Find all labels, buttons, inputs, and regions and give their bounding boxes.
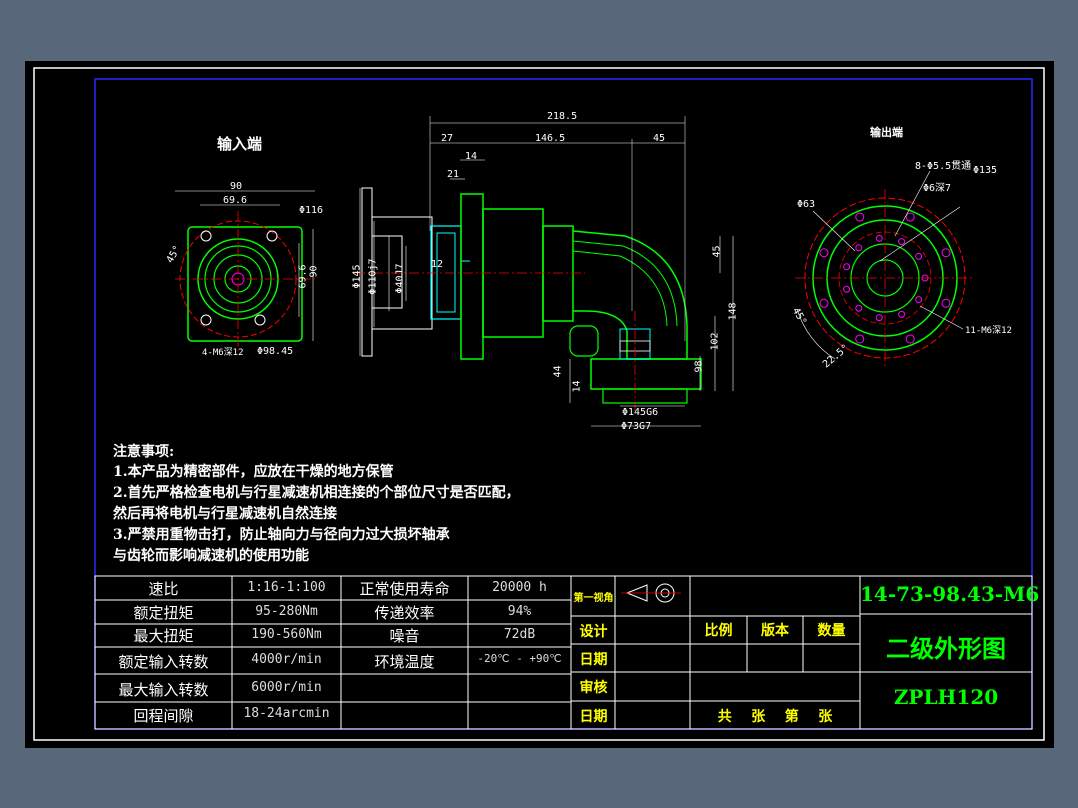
design-label: 设计	[579, 624, 608, 640]
flange-hole	[855, 334, 865, 344]
output-end-title: 输出端	[870, 126, 903, 139]
threaded-hole	[915, 252, 923, 260]
projection-label: 第一视角	[573, 593, 614, 604]
dim-overall-length: 218.5	[547, 111, 578, 122]
spec-label-backlash: 回程间隙	[133, 707, 194, 725]
spec-value-ratio: 1:16-1:100	[247, 580, 326, 595]
dim-44: 44	[552, 365, 564, 378]
notes-heading: 注意事项:	[113, 444, 175, 460]
dim-out-phi63: Φ63	[797, 199, 816, 210]
flange-hole	[819, 248, 829, 258]
drawing-sheet: 输入端 输出端 218.5 27 146.5 45 14 21 Φ145 Φ11…	[25, 61, 1054, 748]
dim-14-lower: 14	[571, 380, 583, 393]
threaded-hole	[898, 310, 906, 318]
projection-symbol	[621, 583, 681, 603]
spec-label-temperature: 环境温度	[374, 653, 435, 671]
spec-value-max-input-speed: 6000r/min	[251, 680, 322, 695]
spec-label-efficiency: 传递效率	[374, 604, 435, 622]
spec-label-noise: 噪音	[389, 627, 420, 645]
dim-out-phi6: Φ6深7	[923, 183, 952, 194]
spec-value-rated-input-speed: 4000r/min	[251, 652, 322, 667]
review-label: 审核	[579, 680, 608, 696]
flange-hole	[905, 334, 915, 344]
model-number: ZPLH120	[893, 685, 999, 709]
flange-hole	[855, 212, 865, 222]
dim-phi145g6: Φ145G6	[622, 407, 659, 418]
dim-in-69-6: 69.6	[223, 195, 248, 206]
spec-value-noise: 72dB	[503, 627, 536, 642]
scale-label: 比例	[704, 623, 733, 639]
input-end-view	[175, 190, 315, 351]
dim-102: 102	[709, 332, 721, 351]
note-line-3: 然后再将电机与行星减速机自然连接	[113, 506, 337, 522]
dim-in-m6: 4-M6深12	[202, 348, 244, 358]
version-label: 版本	[761, 623, 789, 639]
dim-in-90-vertical: 90	[308, 265, 320, 278]
cad-drawing-canvas	[33, 67, 1045, 741]
dim-phi40: Φ40J7	[394, 263, 406, 294]
flange-hole	[941, 298, 951, 308]
threaded-hole	[855, 244, 863, 252]
output-flange-holes	[819, 212, 951, 344]
drawing-title: 二级外形图	[886, 634, 1006, 663]
dim-in-phi116: Φ116	[299, 205, 324, 216]
dim-phi110: Φ110j7	[367, 258, 379, 295]
threaded-hole	[843, 263, 851, 271]
flange-hole	[941, 248, 951, 258]
threaded-hole	[843, 285, 851, 293]
dim-27: 27	[441, 133, 454, 144]
spec-label-ratio: 速比	[148, 580, 179, 598]
spec-value-max-torque: 190-560Nm	[251, 627, 322, 642]
spec-value-temperature: -20℃ - +90℃	[477, 652, 562, 665]
dim-out-phi135: Φ135	[973, 165, 998, 176]
threaded-hole	[898, 238, 906, 246]
date-label-2: 日期	[579, 709, 608, 725]
spec-value-backlash: 18-24arcmin	[243, 706, 330, 721]
output-end-view	[795, 170, 975, 367]
dim-12: 12	[431, 259, 444, 270]
quantity-label: 数量	[817, 623, 846, 639]
dim-phi73g7: Φ73G7	[621, 421, 652, 432]
dim-out-8holes: 8-Φ5.5贯通	[915, 161, 972, 172]
side-view	[355, 116, 734, 427]
threaded-hole	[875, 314, 883, 322]
flange-hole	[819, 298, 829, 308]
spec-value-life: 20000 h	[492, 580, 547, 595]
spec-label-life: 正常使用寿命	[359, 580, 450, 598]
spec-label-rated-input-speed: 额定输入转数	[118, 653, 209, 671]
note-line-2: 2.首先严格检查电机与行星减速机相连接的个部位尺寸是否匹配，	[113, 485, 520, 501]
dim-in-phi98: Φ98.45	[257, 346, 294, 357]
spec-label-max-torque: 最大扭矩	[133, 627, 194, 645]
note-line-1: 1.本产品为精密部件，应放在干燥的地方保管	[113, 464, 394, 480]
output-pitch-holes	[843, 234, 929, 322]
spec-value-rated-torque: 95-280Nm	[255, 604, 318, 619]
dim-14: 14	[465, 151, 478, 162]
spec-value-efficiency: 94%	[507, 604, 532, 619]
spec-label-rated-torque: 额定扭矩	[133, 604, 194, 622]
dim-in-90: 90	[230, 181, 243, 192]
threaded-hole	[875, 234, 883, 242]
note-line-5: 与齿轮而影响减速机的使用功能	[113, 548, 309, 564]
dim-21: 21	[447, 169, 460, 180]
sheet-count-label: 共 张 第 张	[717, 709, 833, 725]
dim-148: 148	[727, 302, 739, 321]
outer-frame	[33, 67, 1045, 741]
date-label-1: 日期	[579, 652, 608, 668]
spec-table-grid	[94, 575, 572, 730]
flange-hole	[905, 212, 915, 222]
title-block-grid	[570, 575, 1033, 730]
threaded-hole	[855, 304, 863, 312]
dim-in-69-6-vertical: 69.6	[297, 264, 309, 289]
note-line-4: 3.严禁用重物击打，防止轴向力与径向力过大损坏轴承	[113, 527, 450, 543]
dim-45-right: 45	[711, 245, 723, 258]
dim-phi145: Φ145	[351, 264, 363, 289]
dim-98: 98	[693, 360, 705, 373]
drawing-number: 14-73-98.43-M6	[860, 582, 1040, 606]
input-end-title: 输入端	[217, 135, 263, 153]
dim-out-m6: 11-M6深12	[965, 326, 1012, 336]
spec-label-max-input-speed: 最大输入转数	[118, 681, 209, 699]
dim-45-top: 45	[653, 133, 666, 144]
dim-146-5: 146.5	[535, 133, 566, 144]
threaded-hole	[915, 296, 923, 304]
